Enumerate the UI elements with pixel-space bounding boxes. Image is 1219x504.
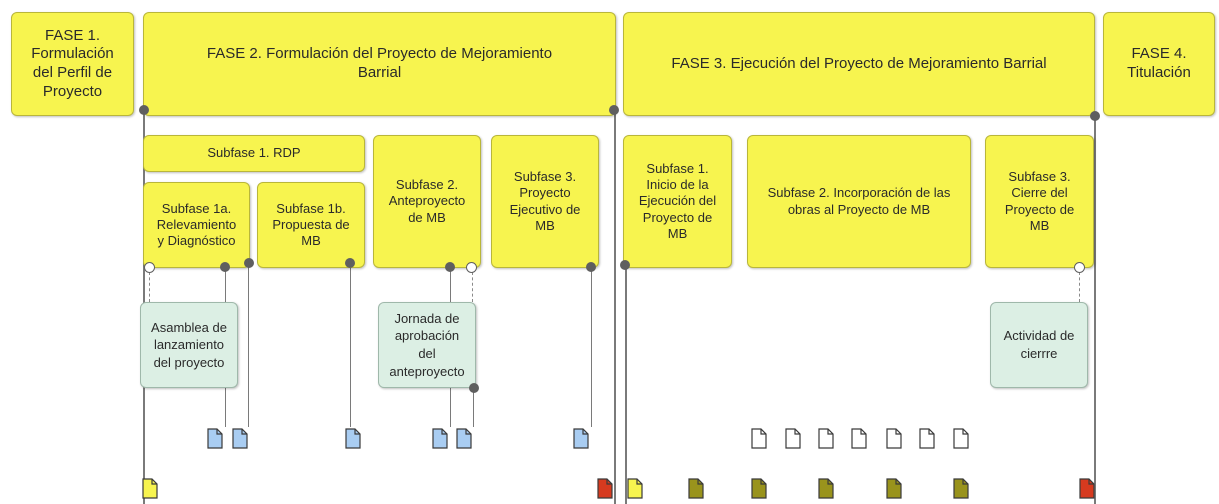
open-connector-icon xyxy=(466,262,477,273)
document-icon[interactable] xyxy=(432,428,448,449)
phase4-box[interactable]: FASE 4. Titulación xyxy=(1103,12,1215,116)
connector-dot-icon xyxy=(345,258,355,268)
subphase-1a-label: Subfase 1a. Relevamiento y Diagnóstico xyxy=(156,200,237,249)
document-icon[interactable] xyxy=(886,428,902,449)
connector-dot-icon xyxy=(620,260,630,270)
connector-dot-icon xyxy=(609,105,619,115)
connector-dot-icon xyxy=(244,258,254,268)
document-icon[interactable] xyxy=(456,428,472,449)
phase2-box[interactable]: FASE 2. Formulación del Proyecto de Mejo… xyxy=(143,12,616,116)
activity-asamblea-label: Asamblea de lanzamiento del proyecto xyxy=(151,319,227,370)
document-icon[interactable] xyxy=(785,428,801,449)
subphase-1b-label: Subfase 1b. Propuesta de MB xyxy=(272,200,350,249)
s1a-doc-line-b xyxy=(248,263,250,427)
document-icon[interactable] xyxy=(818,428,834,449)
activity-cierre-label: Actividad de cierrre xyxy=(1003,328,1075,361)
s2-doc-line-b xyxy=(473,388,475,427)
phase4-label: FASE 4. Titulación xyxy=(1127,45,1191,81)
subphase-1b[interactable]: Subfase 1b. Propuesta de MB xyxy=(257,182,365,268)
subphase-1a[interactable]: Subfase 1a. Relevamiento y Diagnóstico xyxy=(143,182,250,268)
exec-subphase-3[interactable]: Subfase 3. Cierre del Proyecto de MB xyxy=(985,135,1094,268)
exec-subphase-1-label: Subfase 1. Inicio de la Ejecución del Pr… xyxy=(638,160,717,241)
document-icon[interactable] xyxy=(953,478,969,499)
phase4-start-line xyxy=(1094,116,1096,504)
document-icon[interactable] xyxy=(142,478,158,499)
document-icon[interactable] xyxy=(232,428,248,449)
connector-dot-icon xyxy=(586,262,596,272)
exec-subphase-2-label: Subfase 2. Incorporación de las obras al… xyxy=(767,185,951,217)
subphase-3-label: Subfase 3. Proyecto Ejecutivo de MB xyxy=(509,169,581,233)
phase3-label: FASE 3. Ejecución del Proyecto de Mejora… xyxy=(671,54,1047,72)
document-icon[interactable] xyxy=(597,478,613,499)
connector-dot-icon xyxy=(220,262,230,272)
phase3-start-line-b xyxy=(625,265,627,504)
connector-dot-icon xyxy=(1090,111,1100,121)
document-icon[interactable] xyxy=(688,478,704,499)
jornada-dash xyxy=(472,272,473,302)
open-connector-icon xyxy=(1074,262,1085,273)
activity-asamblea[interactable]: Asamblea de lanzamiento del proyecto xyxy=(140,302,238,388)
exec-subphase-2[interactable]: Subfase 2. Incorporación de las obras al… xyxy=(747,135,971,268)
document-icon[interactable] xyxy=(919,428,935,449)
document-icon[interactable] xyxy=(573,428,589,449)
subphase-2[interactable]: Subfase 2. Anteproyecto de MB xyxy=(373,135,481,268)
subphase-3[interactable]: Subfase 3. Proyecto Ejecutivo de MB xyxy=(491,135,599,268)
document-icon[interactable] xyxy=(953,428,969,449)
phase2-label: FASE 2. Formulación del Proyecto de Mejo… xyxy=(206,45,553,81)
phase1-box[interactable]: FASE 1. Formulación del Perfil de Proyec… xyxy=(11,12,134,116)
phase3-box[interactable]: FASE 3. Ejecución del Proyecto de Mejora… xyxy=(623,12,1095,116)
document-icon[interactable] xyxy=(345,428,361,449)
activity-cierre[interactable]: Actividad de cierrre xyxy=(990,302,1088,388)
document-icon[interactable] xyxy=(886,478,902,499)
exec-subphase-1[interactable]: Subfase 1. Inicio de la Ejecución del Pr… xyxy=(623,135,732,268)
document-icon[interactable] xyxy=(751,478,767,499)
cierre-dash xyxy=(1079,272,1080,302)
phase3-start-line xyxy=(614,110,616,504)
subphase-rdp-label: Subfase 1. RDP xyxy=(207,145,301,161)
s3-doc-line xyxy=(591,267,593,427)
document-icon[interactable] xyxy=(207,428,223,449)
asamblea-dash xyxy=(149,272,150,302)
document-icon[interactable] xyxy=(627,478,643,499)
subphase-rdp[interactable]: Subfase 1. RDP xyxy=(143,135,365,172)
activity-jornada[interactable]: Jornada de aprobación del anteproyecto xyxy=(378,302,476,388)
connector-dot-icon xyxy=(139,105,149,115)
connector-dot-icon xyxy=(445,262,455,272)
phase1-label: FASE 1. Formulación del Perfil de Proyec… xyxy=(31,26,114,100)
subphase-2-label: Subfase 2. Anteproyecto de MB xyxy=(388,177,466,225)
document-icon[interactable] xyxy=(818,478,834,499)
document-icon[interactable] xyxy=(751,428,767,449)
s1b-doc-line xyxy=(350,263,352,427)
document-icon[interactable] xyxy=(851,428,867,449)
activity-jornada-label: Jornada de aprobación del anteproyecto xyxy=(389,310,465,379)
open-connector-icon xyxy=(144,262,155,273)
document-icon[interactable] xyxy=(1079,478,1095,499)
exec-subphase-3-label: Subfase 3. Cierre del Proyecto de MB xyxy=(1004,169,1075,233)
connector-dot-icon xyxy=(469,383,479,393)
